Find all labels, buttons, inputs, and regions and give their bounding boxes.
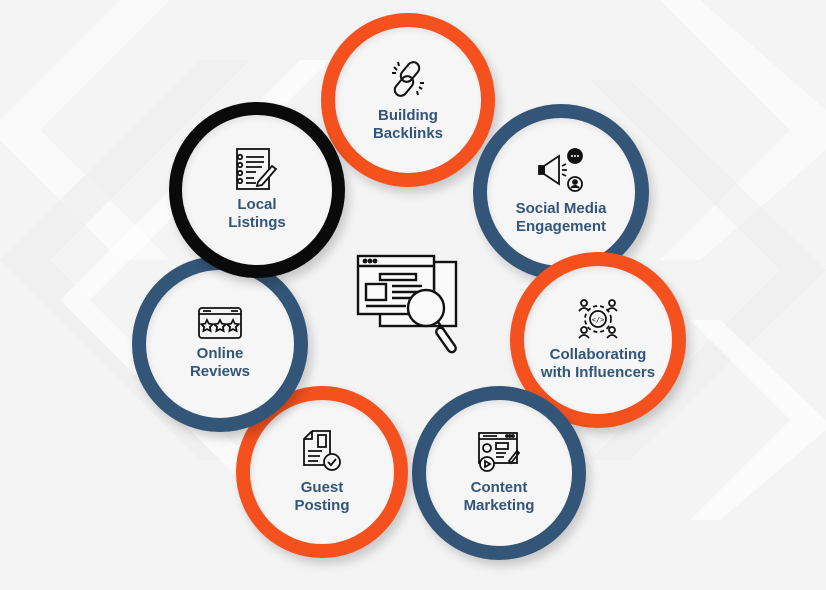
node-label: Online Reviews (189, 345, 251, 380)
svg-text:</>: </> (592, 316, 605, 324)
node-label: Social Media Engagement (515, 200, 607, 235)
node-building-backlinks: Building Backlinks (321, 13, 495, 187)
node-label: Local Listings (228, 196, 286, 231)
node-online-reviews: Online Reviews (132, 256, 308, 432)
checklist-pen-icon (234, 148, 280, 190)
node-label: Collaborating with Influencers (540, 346, 656, 381)
node-content-marketing: Content Marketing (412, 386, 586, 560)
node-label: Content Marketing (463, 479, 535, 514)
node-label: Building Backlinks (372, 107, 444, 142)
document-check-icon (302, 429, 342, 473)
megaphone-icon (535, 148, 587, 194)
website-search-icon (354, 252, 470, 360)
chain-link-icon (386, 57, 430, 101)
star-rating-window-icon (198, 307, 242, 339)
node-label: Guest Posting (294, 479, 350, 514)
node-local-listings: Local Listings (169, 102, 345, 278)
content-dashboard-icon (477, 431, 521, 473)
network-people-icon: </> (577, 298, 619, 340)
